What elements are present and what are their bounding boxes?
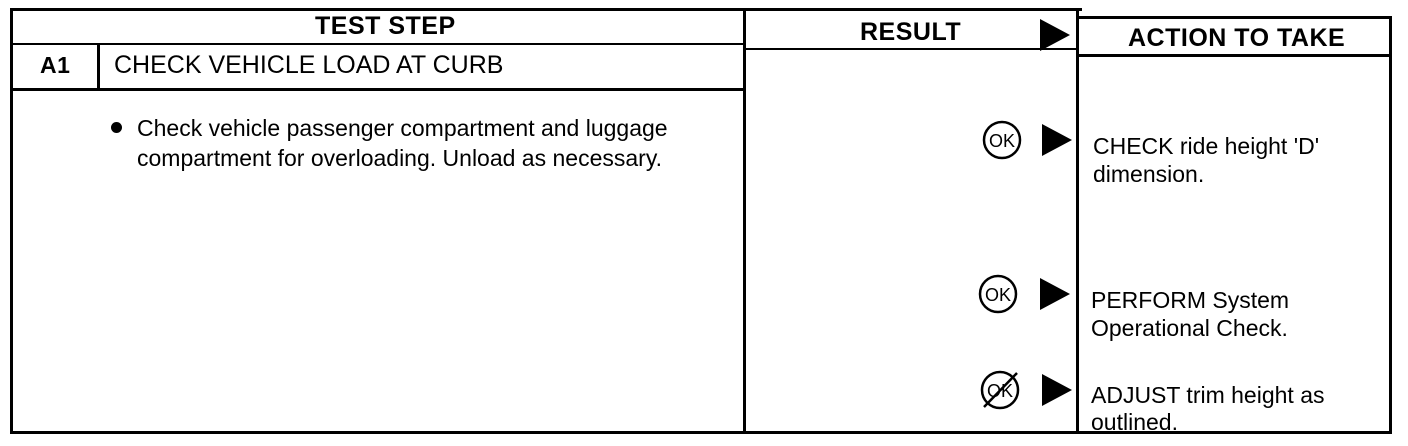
action-2-line1: PERFORM System xyxy=(1091,287,1290,313)
result-3-arrow-icon xyxy=(1042,374,1072,406)
action-3-line2: outlined. xyxy=(1091,409,1178,435)
header-result: RESULT xyxy=(860,18,962,46)
border-bottom xyxy=(10,431,1392,434)
header-arrow-icon xyxy=(1040,19,1070,51)
ok-circle-icon: OK xyxy=(982,120,1022,160)
border-right xyxy=(1389,16,1392,434)
result-1-arrow-icon xyxy=(1042,124,1072,156)
result-2-label: OK xyxy=(985,285,1011,305)
action-2-line2: Operational Check. xyxy=(1091,315,1288,341)
bullet-icon xyxy=(111,122,122,133)
border-top xyxy=(10,8,1082,11)
header-underline-result xyxy=(746,48,1078,50)
ok-circle-icon: OK xyxy=(978,274,1018,314)
divider-teststep-result xyxy=(743,8,746,434)
step-title: CHECK VEHICLE LOAD AT CURB xyxy=(114,51,504,79)
step-id: A1 xyxy=(40,52,71,78)
bullet-text-line1: Check vehicle passenger compartment and … xyxy=(137,115,668,141)
action-1-line1: CHECK ride height 'D' xyxy=(1093,133,1320,159)
divider-result-action xyxy=(1076,8,1079,434)
border-left xyxy=(10,8,13,434)
result-2-arrow-icon xyxy=(1040,278,1070,310)
header-underline-action xyxy=(1078,54,1392,57)
result-1-label: OK xyxy=(989,131,1015,151)
action-1-line2: dimension. xyxy=(1093,161,1205,187)
bullet-text-line2: compartment for overloading. Unload as n… xyxy=(137,145,663,171)
header-underline-left xyxy=(10,43,746,45)
not-ok-crossed-circle-icon: OK xyxy=(980,370,1020,410)
header-action: ACTION TO TAKE xyxy=(1128,24,1346,52)
border-top-action xyxy=(1078,16,1392,19)
step-id-divider xyxy=(97,43,100,88)
step-row-underline xyxy=(10,88,746,91)
diagnostic-table: TEST STEP RESULT ACTION TO TAKE A1 CHECK… xyxy=(10,8,1392,435)
header-test-step: TEST STEP xyxy=(315,12,456,40)
action-3-line1: ADJUST trim height as xyxy=(1091,382,1325,408)
